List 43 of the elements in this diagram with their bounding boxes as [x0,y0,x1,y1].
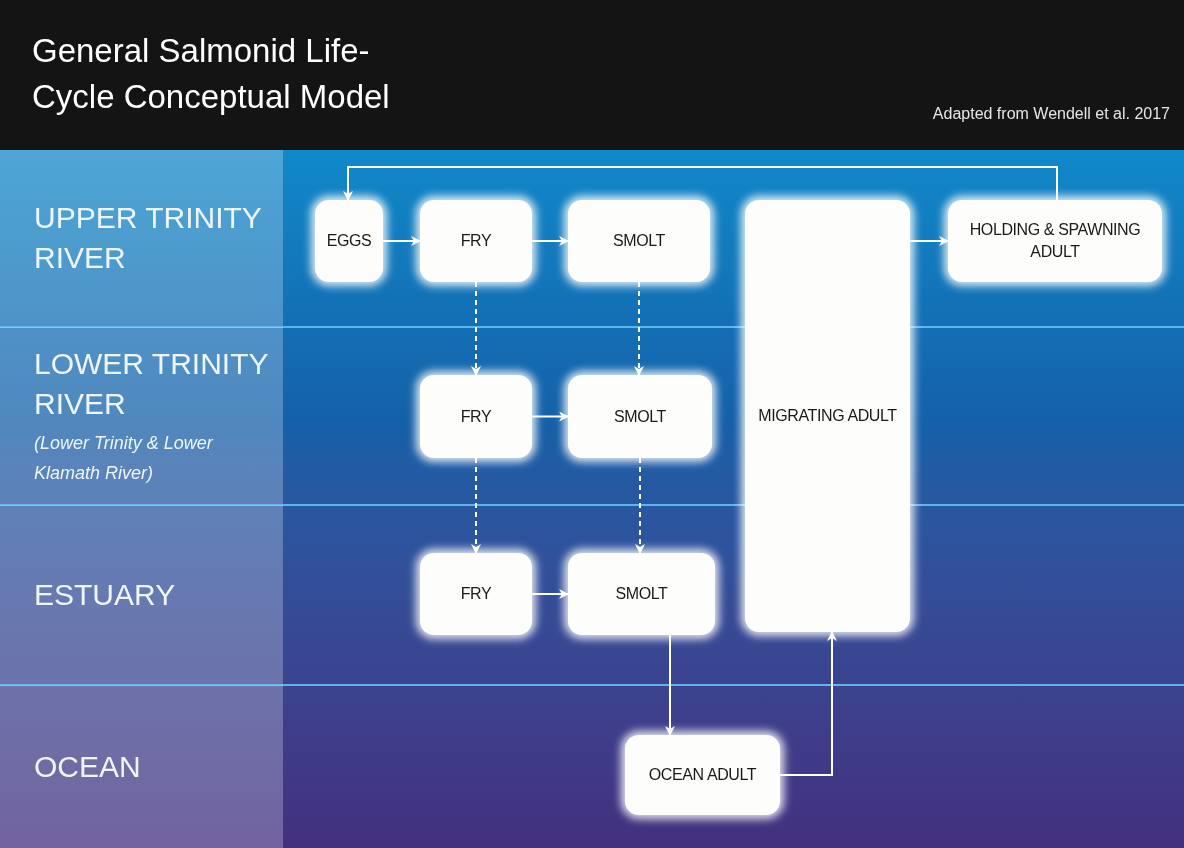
arrow [531,236,569,246]
stage-box [568,375,712,458]
stage-label: SMOLT [614,406,666,427]
arrow [471,457,481,554]
zone-label: UPPER TRINITY RIVER [34,200,263,276]
arrow [531,589,569,599]
stage-label: FRY [460,231,492,251]
arrow [531,411,569,422]
stage-label: OCEAN ADULT [648,765,757,785]
stage-label: SMOLT [613,231,665,251]
zone-band [0,505,283,684]
zone-band [0,150,283,326]
arrow [634,281,644,376]
stage-box [420,553,532,635]
stage-box [625,735,780,815]
source-note: Adapted from Wendell et al. 2017 [932,104,1170,124]
stage-label: MIGRATING ADULT [758,406,897,426]
zone-label: ESTUARY [34,576,177,613]
zone-note: (Lower Trinity & Lower Klamath River) [34,431,215,485]
arrow [635,457,645,554]
arrow [665,634,675,736]
stage-label: SMOLT [615,584,668,604]
stage-box [568,553,715,635]
stage-box [315,200,383,282]
zone-band [0,685,283,848]
zone-label: LOWER TRINITY RIVER [34,345,269,422]
stage-box [420,375,532,458]
stage-label: EGGS [326,231,372,251]
zone-label: OCEAN [34,748,142,785]
arrow [471,281,481,376]
stage-box [420,200,532,282]
stage-box [568,200,710,282]
stage-box [745,200,910,632]
stage-label: FRY [460,406,492,427]
arrow [779,631,837,776]
stage-label: FRY [460,584,492,604]
arrow [382,236,421,246]
zone-band [0,327,283,504]
arrow [343,166,1058,201]
diagram-title: General Salmonid Life-Cycle Conceptual Model [32,31,391,117]
stage-box [948,200,1162,282]
arrow [909,236,949,246]
stage-label: HOLDING & SPAWNING ADULT [968,220,1142,262]
